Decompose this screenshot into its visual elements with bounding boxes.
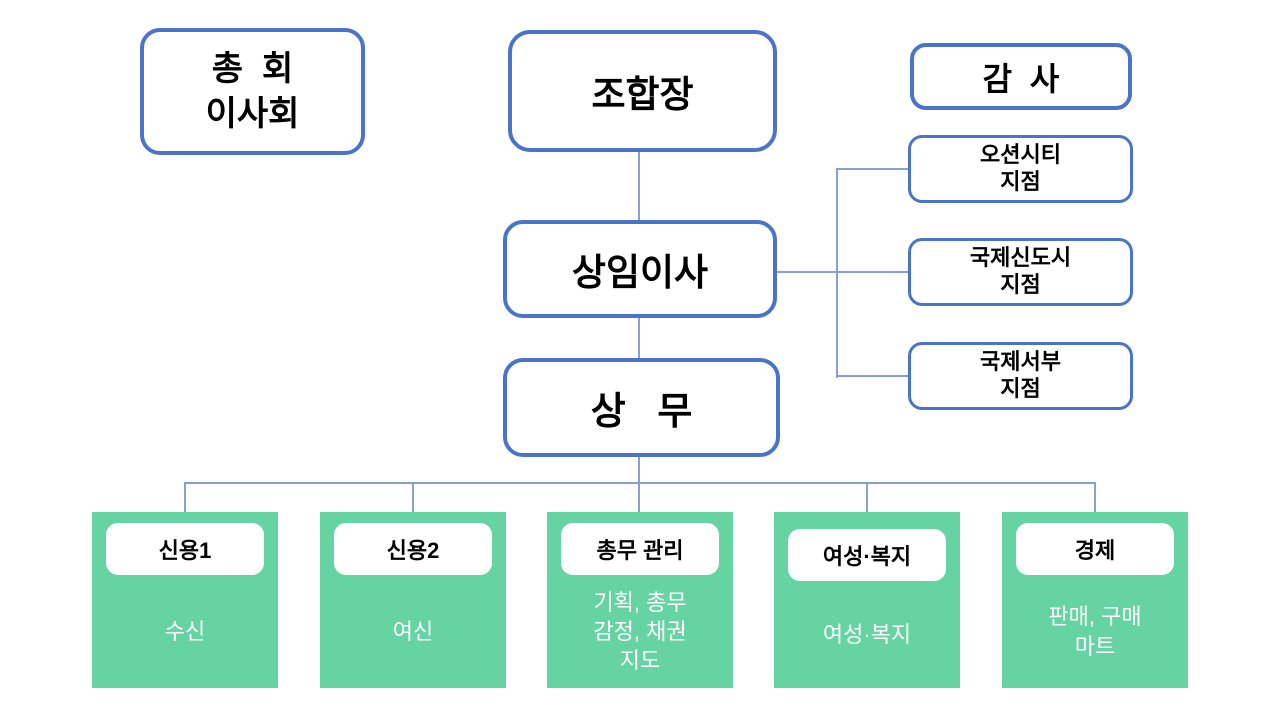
- branch-node-gukje-new-town: 국제신도시 지점: [908, 238, 1133, 306]
- department-card-economy: 경제 판매, 구매 마트: [1002, 512, 1188, 688]
- department-body: 판매, 구매 마트: [1048, 575, 1141, 688]
- department-body-line: 여성·복지: [822, 621, 912, 647]
- connector-branch-spine: [836, 169, 838, 378]
- department-card-credit2: 신용2 여신: [320, 512, 506, 688]
- department-label: 신용1: [106, 523, 264, 575]
- connector-branch-bottom: [836, 375, 908, 377]
- department-body-line: 지도: [619, 648, 661, 674]
- connector-branch-top: [836, 168, 908, 170]
- node-line: 지점: [1000, 376, 1041, 401]
- connector-ed-bus: [638, 455, 640, 484]
- node-line: 국제서부: [980, 349, 1061, 375]
- branch-node-gukje-west: 국제서부 지점: [908, 342, 1133, 410]
- node-line: 상 무: [590, 391, 693, 433]
- department-body: 수신: [165, 575, 205, 688]
- department-card-general-affairs: 총무 관리 기획, 총무 감정, 채권 지도: [547, 512, 733, 688]
- department-label: 경제: [1016, 523, 1174, 575]
- department-body-line: 기획, 총무: [593, 589, 687, 615]
- department-label: 총무 관리: [561, 523, 719, 575]
- node-line: 국제신도시: [969, 245, 1072, 271]
- node-line: 상임이사: [571, 252, 709, 293]
- node-line: 지점: [1000, 272, 1041, 297]
- department-card-credit1: 신용1 수신: [92, 512, 278, 688]
- connector-md-branch-mid: [775, 271, 908, 273]
- connector-drop-2: [412, 482, 414, 513]
- node-line: 지점: [1000, 169, 1041, 194]
- connector-drop-4: [866, 482, 868, 513]
- department-body-line: 여신: [392, 618, 434, 644]
- node-line: 조합장: [591, 74, 694, 115]
- connector-drop-5: [1094, 482, 1096, 513]
- department-body: 여성·복지: [823, 581, 911, 688]
- node-line: 감 사: [982, 60, 1060, 97]
- node-chairman: 조합장: [508, 30, 777, 152]
- department-body: 여신: [393, 575, 433, 688]
- department-body-line: 마트: [1074, 633, 1116, 659]
- connector-chairman-md: [638, 150, 640, 222]
- department-body-line: 판매, 구매: [1048, 604, 1142, 630]
- department-body: 기획, 총무 감정, 채권 지도: [593, 575, 686, 688]
- node-general-assembly-board: 총 회 이사회: [140, 28, 365, 155]
- connector-md-ed: [638, 316, 640, 360]
- node-executive-director: 상 무: [503, 358, 780, 457]
- node-line: 오션시티: [980, 142, 1061, 168]
- branch-node-ocean-city: 오션시티 지점: [908, 135, 1133, 203]
- department-card-women-welfare: 여성·복지 여성·복지: [774, 512, 960, 688]
- connector-drop-1: [184, 482, 186, 513]
- node-managing-director: 상임이사: [503, 220, 777, 318]
- department-body-line: 수신: [164, 618, 206, 644]
- node-line: 이사회: [205, 94, 300, 133]
- department-label: 신용2: [334, 523, 492, 575]
- node-auditor: 감 사: [910, 43, 1132, 110]
- connector-drop-3: [638, 482, 640, 513]
- node-line: 총 회: [211, 49, 294, 88]
- department-body-line: 감정, 채권: [593, 618, 687, 644]
- department-label: 여성·복지: [788, 529, 946, 581]
